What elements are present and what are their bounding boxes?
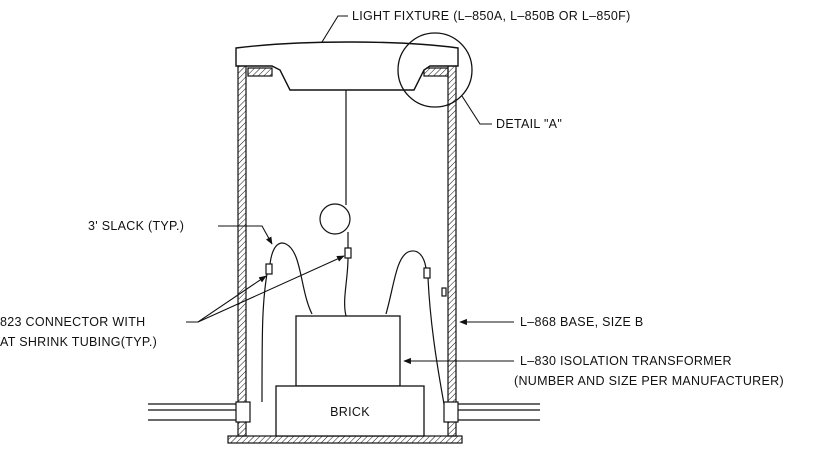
connector-right <box>423 267 431 279</box>
light-fixture-label: LIGHT FIXTURE (L–850A, L–850B OR L–850F) <box>352 9 631 23</box>
brick-label: BRICK <box>330 405 370 419</box>
conduit-sleeve-right <box>443 401 459 423</box>
conduit-right <box>456 403 540 421</box>
base-can-bottom-plate <box>227 435 463 444</box>
lead-right <box>385 250 447 405</box>
flange-ring <box>247 67 449 77</box>
light-fixture-shape <box>235 41 459 91</box>
slack-label: 3' SLACK (TYP.) <box>88 219 184 233</box>
base-ground-lug <box>441 287 447 297</box>
isolation-transformer <box>295 315 401 387</box>
conduit-sleeve-left <box>235 401 251 423</box>
connector-label-line1: 823 CONNECTOR WITH <box>0 315 145 329</box>
gasket-left <box>247 67 273 77</box>
leaders <box>186 15 514 365</box>
base-label: L–868 BASE, SIZE B <box>520 315 644 329</box>
leader-light-fixture <box>321 15 348 43</box>
transformer-label-line1: L–830 ISOLATION TRANSFORMER <box>520 354 732 368</box>
leader-slack <box>218 225 273 245</box>
leader-detail-a <box>461 95 492 125</box>
connector-label-line2: AT SHRINK TUBING(TYP.) <box>0 335 157 349</box>
slack-loop <box>319 203 351 235</box>
leader-connector-center <box>197 255 345 323</box>
detail-a-label: DETAIL "A" <box>496 117 562 131</box>
brick-block <box>275 385 425 437</box>
base-can-left-wall <box>237 59 247 437</box>
detail-a-circle <box>397 32 473 108</box>
connector-center <box>344 247 352 259</box>
base-can <box>227 59 463 444</box>
transformer-label-line2: (NUMBER AND SIZE PER MANUFACTURER) <box>514 374 784 388</box>
conduit-left <box>148 403 238 421</box>
fixture-lead <box>319 90 352 317</box>
leader-connector-left <box>186 275 267 323</box>
gasket-right <box>423 67 449 77</box>
connector-left <box>265 263 273 275</box>
base-can-right-wall <box>447 59 457 437</box>
